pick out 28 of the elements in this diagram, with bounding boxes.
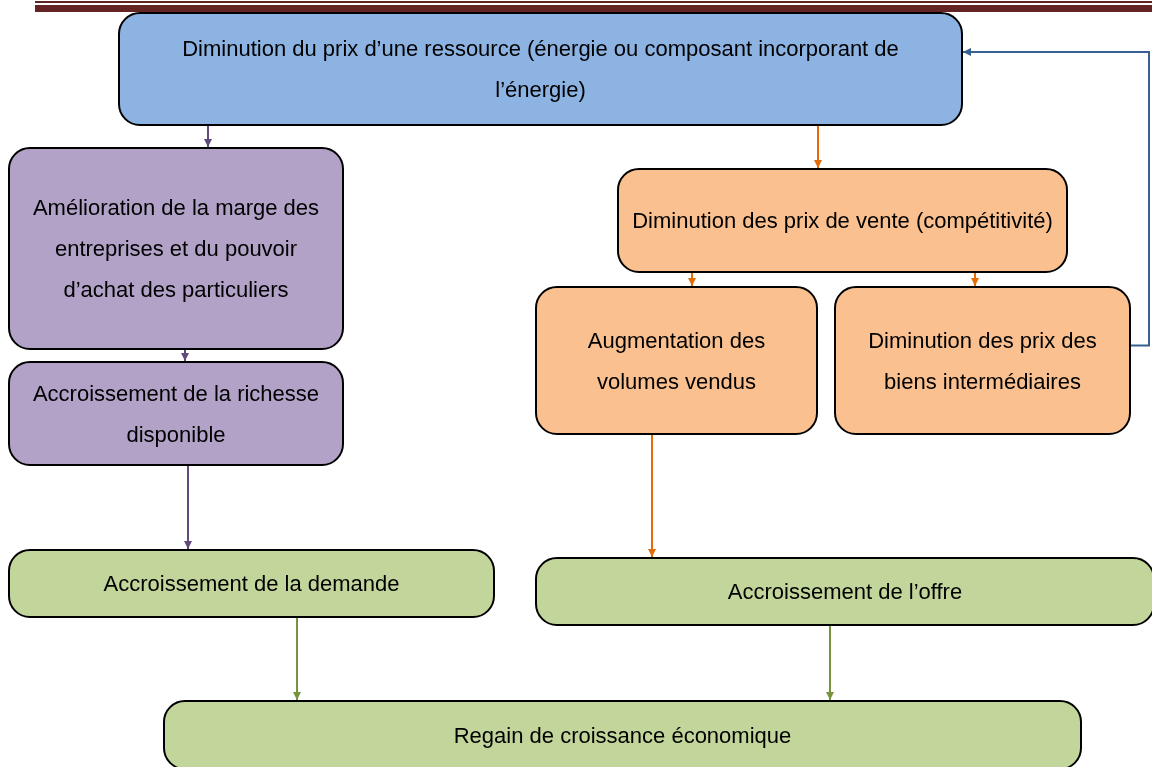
box-text: Diminution des prix des biens intermédiaires: [867, 326, 1098, 396]
box-text: Diminution du prix d’une ressource (énergie ou composant incorporant de l’énergie): [181, 35, 900, 104]
arrow: [648, 434, 656, 558]
box-text: Augmentation des volumes vendus: [586, 326, 767, 396]
process-box: [535, 286, 818, 435]
box-text: Diminution des prix de vente (compétitivité): [632, 207, 1053, 235]
process-box: [617, 168, 1068, 273]
process-box: [163, 700, 1082, 767]
arrow: [204, 125, 212, 148]
process-box: [535, 557, 1152, 626]
process-box: [118, 12, 963, 126]
arrow: [293, 617, 301, 701]
box-text: Accroissement de la demande: [103, 570, 400, 598]
process-box: [8, 147, 344, 350]
process-box: [834, 286, 1131, 435]
arrow: [971, 272, 979, 287]
box-text: Accroissement de la richesse disponible: [31, 379, 321, 449]
arrow: [962, 47, 1150, 347]
arrow: [814, 125, 822, 169]
arrow: [826, 625, 834, 701]
arrow: [181, 349, 189, 362]
arrow: [688, 272, 696, 287]
box-text: Amélioration de la marge des entreprises et du pouvoir d’achat des particuliers: [31, 194, 321, 304]
arrow: [184, 465, 192, 550]
process-box: [8, 549, 495, 618]
box-text: Regain de croissance économique: [453, 721, 792, 750]
process-box: [8, 361, 344, 466]
box-text: Accroissement de l’offre: [727, 578, 963, 606]
